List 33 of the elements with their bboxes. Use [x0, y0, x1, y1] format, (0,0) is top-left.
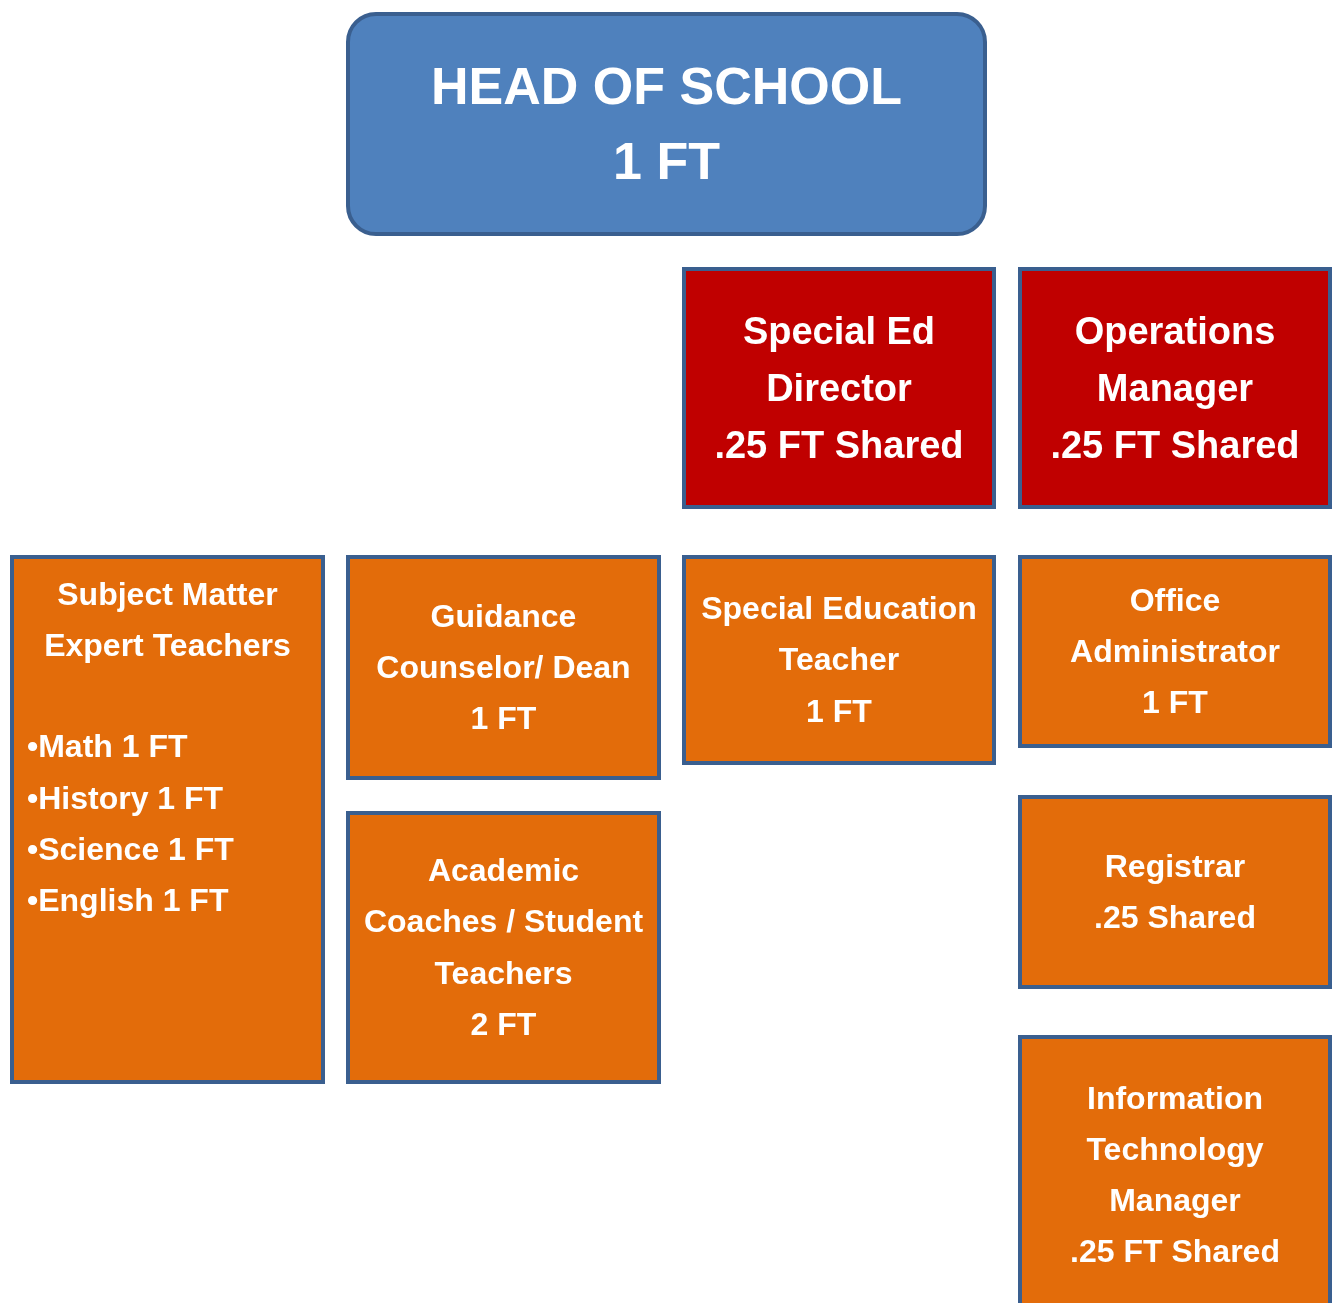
staffing-text: .25 Shared: [1093, 898, 1257, 937]
list-item: •History 1 FT: [26, 778, 225, 818]
role-box: [346, 555, 661, 780]
role-box: [10, 555, 325, 1084]
role-title: Subject Matter Expert Teachers: [43, 575, 292, 666]
list-item: •Science 1 FT: [26, 829, 235, 869]
role-box: [1018, 555, 1332, 748]
role-title: Academic Coaches / Student Teachers: [362, 851, 645, 993]
staffing-text: .25 FT Shared: [1069, 1232, 1281, 1272]
staffing-text: 1 FT: [1141, 683, 1209, 723]
role-title: Registrar: [1103, 846, 1247, 886]
role-title: Guidance Counselor/ Dean: [375, 596, 632, 687]
role-box: [682, 267, 996, 509]
role-title: Information Technology Manager: [1085, 1078, 1265, 1220]
role-title: Special Ed Director: [741, 308, 937, 411]
role-box: [1018, 1035, 1332, 1303]
role-box: [682, 555, 996, 765]
list-item: •English 1 FT: [26, 880, 230, 920]
title-text: HEAD OF SCHOOL: [430, 55, 903, 117]
staffing-text: 2 FT: [469, 1004, 538, 1044]
staffing-text: .25 FT Shared: [713, 422, 965, 468]
role-title: Special Education Teacher: [700, 589, 978, 680]
role-box: [1018, 795, 1332, 989]
list-item: •Math 1 FT: [26, 727, 189, 767]
staffing-text: 1 FT: [469, 699, 538, 739]
role-box: [1018, 267, 1332, 509]
title-text: 1 FT: [612, 131, 721, 192]
role-title: Office Administrator: [1069, 580, 1281, 671]
staffing-text: .25 FT Shared: [1049, 422, 1301, 468]
role-title: Operations Manager: [1073, 308, 1277, 411]
role-box: [346, 811, 661, 1084]
staffing-text: 1 FT: [805, 691, 873, 731]
head-box: [346, 12, 987, 236]
